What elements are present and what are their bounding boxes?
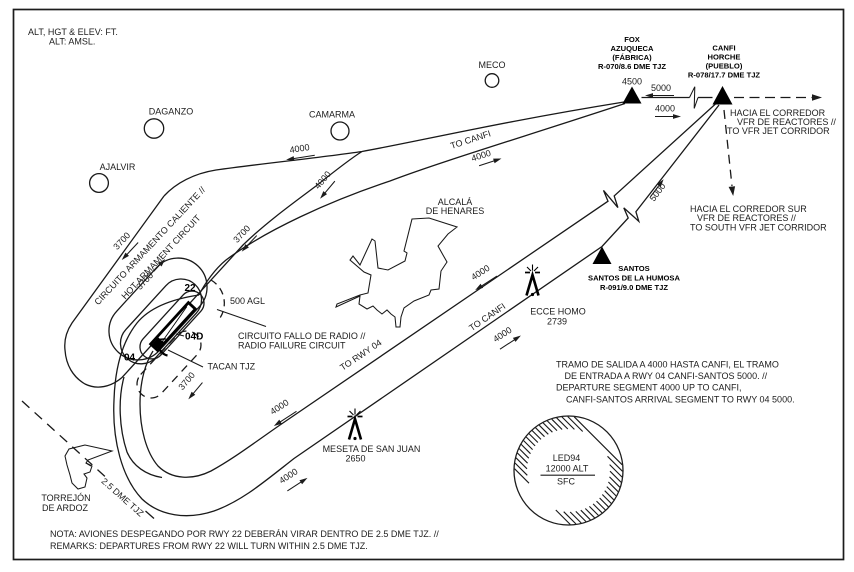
svg-text:2739: 2739 (547, 317, 567, 327)
svg-text:HACIA EL CORREDOR: HACIA EL CORREDOR (730, 108, 826, 118)
svg-text:SANTOS: SANTOS (618, 264, 650, 273)
svg-text:VFR DE REACTORES //: VFR DE REACTORES // (737, 117, 836, 127)
svg-text:MESETA DE SAN JUAN: MESETA DE SAN JUAN (323, 444, 421, 454)
svg-text:ALT, HGT & ELEV: FT.: ALT, HGT & ELEV: FT. (28, 27, 118, 37)
svg-text:ECCE HOMO: ECCE HOMO (530, 307, 586, 317)
svg-text:FOX: FOX (624, 35, 640, 44)
svg-text:VFR DE REACTORES //: VFR DE REACTORES // (697, 213, 796, 223)
svg-text:12000 ALT: 12000 ALT (546, 464, 589, 474)
svg-text:DE HENARES: DE HENARES (426, 206, 485, 216)
svg-text:ALCALÁ: ALCALÁ (438, 197, 473, 207)
svg-text:2650: 2650 (345, 454, 365, 464)
svg-text:CANFI-SANTOS ARRIVAL SEGMENT T: CANFI-SANTOS ARRIVAL SEGMENT TO RWY 04 5… (566, 395, 795, 405)
svg-text:R-091/9.0 DME TJZ: R-091/9.0 DME TJZ (600, 283, 668, 292)
svg-text:SANTOS DE LA HUMOSA: SANTOS DE LA HUMOSA (588, 274, 680, 283)
svg-text:TO VFR JET CORRIDOR: TO VFR JET CORRIDOR (727, 126, 830, 136)
svg-text:TRAMO DE SALIDA A 4000 HASTA C: TRAMO DE SALIDA A 4000 HASTA CANFI, EL T… (556, 360, 779, 370)
svg-text:(FÁBRICA): (FÁBRICA) (612, 53, 652, 62)
svg-text:REMARKS: DEPARTURES FROM RWY 2: REMARKS: DEPARTURES FROM RWY 22 WILL TUR… (50, 541, 368, 551)
svg-text:500 AGL: 500 AGL (230, 296, 265, 306)
svg-text:DE ENTRADA A RWY 04 CANFI-SANT: DE ENTRADA A RWY 04 CANFI-SANTOS 5000. /… (565, 371, 768, 381)
svg-text:SFC: SFC (557, 477, 576, 487)
svg-text:LED94: LED94 (553, 453, 581, 463)
svg-text:HACIA EL CORREDOR SUR: HACIA EL CORREDOR SUR (690, 204, 807, 214)
svg-text:CIRCUITO FALLO DE RADIO //: CIRCUITO FALLO DE RADIO // (238, 331, 366, 341)
svg-text:DAGANZO: DAGANZO (149, 107, 194, 117)
svg-text:R-070/8.6 DME TJZ: R-070/8.6 DME TJZ (598, 62, 666, 71)
svg-text:RADIO FAILURE CIRCUIT: RADIO FAILURE CIRCUIT (238, 341, 346, 351)
svg-text:TORREJÓN: TORREJÓN (41, 493, 90, 503)
svg-text:(PUEBLO): (PUEBLO) (706, 62, 743, 71)
svg-text:MECO: MECO (479, 60, 506, 70)
svg-text:4000: 4000 (289, 142, 310, 155)
svg-text:AJALVIR: AJALVIR (100, 162, 136, 172)
svg-text:ALT: AMSL.: ALT: AMSL. (49, 37, 95, 47)
svg-text:04: 04 (124, 353, 136, 364)
svg-text:DEPARTURE SEGMENT 4000 UP TO C: DEPARTURE SEGMENT 4000 UP TO CANFI, (556, 383, 742, 393)
svg-text:CANFI: CANFI (712, 44, 735, 53)
svg-text:4000: 4000 (655, 104, 675, 114)
svg-text:DE ARDOZ: DE ARDOZ (42, 503, 89, 513)
svg-text:HORCHE: HORCHE (708, 53, 741, 62)
svg-text:TO SOUTH VFR JET CORRIDOR: TO SOUTH VFR JET CORRIDOR (690, 223, 827, 233)
svg-text:AZUQUECA: AZUQUECA (610, 44, 654, 53)
svg-text:22: 22 (185, 283, 197, 294)
svg-text:R-078/17.7 DME TJZ: R-078/17.7 DME TJZ (688, 71, 761, 80)
svg-text:5000: 5000 (651, 83, 671, 93)
svg-text:04D: 04D (185, 332, 203, 343)
svg-text:CAMARMA: CAMARMA (309, 110, 355, 120)
svg-text:NOTA: AVIONES DESPEGANDO POR R: NOTA: AVIONES DESPEGANDO POR RWY 22 DEBE… (50, 529, 439, 539)
svg-text:4500: 4500 (622, 77, 642, 87)
svg-text:TACAN TJZ: TACAN TJZ (208, 362, 256, 372)
